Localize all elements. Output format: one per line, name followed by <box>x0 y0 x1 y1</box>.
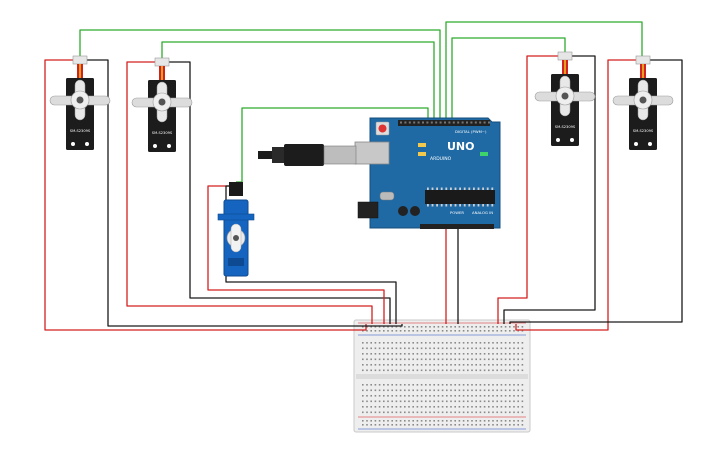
wire-servo2-signal <box>161 41 435 120</box>
wire-servo5-signal <box>445 21 643 120</box>
servo-2[interactable]: SM-S2309S <box>131 57 193 152</box>
breadboard[interactable] <box>353 319 531 433</box>
wire-servo2-power <box>126 61 373 324</box>
wire-servo4-ground <box>503 55 596 324</box>
led-l <box>418 143 426 147</box>
servo-model-label: SM-S2309S <box>70 129 91 133</box>
led-tx <box>418 152 426 156</box>
capacitor-2 <box>410 206 420 216</box>
usb-port <box>354 141 390 165</box>
wire-servo3-power <box>207 185 385 324</box>
servo-blue-middle[interactable] <box>217 182 255 277</box>
power-jack <box>357 201 379 219</box>
wire-servo2-ground <box>166 61 391 324</box>
crystal <box>379 191 395 201</box>
arduino-uno-board[interactable]: UNO ARDUINO DIGITAL (PWM~) POWER ANALOG … <box>354 117 501 229</box>
chip-legs <box>427 187 494 207</box>
wire-servo1-signal <box>79 29 441 120</box>
wire-servo1-ground <box>84 59 403 327</box>
wires <box>44 21 683 331</box>
power-header-label: POWER <box>450 210 464 215</box>
reset-button-cap <box>378 124 387 133</box>
breadboard-holes <box>362 326 524 426</box>
servo-model-label: SM-S2309S <box>633 129 654 133</box>
servo-model-label: SM-S2309S <box>152 131 173 135</box>
servo-5[interactable]: SM-S2309S <box>612 55 674 150</box>
wire-servo4-signal <box>451 37 566 120</box>
capacitor-1 <box>398 206 408 216</box>
analog-header-label: ANALOG IN <box>472 210 493 215</box>
servo-4[interactable]: SM-S2309S <box>534 51 596 146</box>
wire-servo5-ground <box>509 59 683 324</box>
board-model-label: UNO <box>447 140 475 153</box>
servo-model-label: SM-S2309S <box>555 125 576 129</box>
wire-servo1-power <box>44 59 367 331</box>
led-on <box>480 152 488 156</box>
servo-group: SM-S2309S SM-S2309S SM-S2309S SM-S2309S <box>49 51 674 152</box>
usb-cable <box>258 144 357 166</box>
board-brand-label: ARDUINO <box>430 156 452 162</box>
servo-1[interactable]: SM-S2309S <box>49 55 111 150</box>
digital-header-label: DIGITAL (PWM~) <box>455 129 487 134</box>
wire-servo5-power <box>515 59 638 331</box>
atmega-chip <box>425 190 495 204</box>
digital-pin-header <box>400 121 490 124</box>
wire-servo4-power <box>497 55 560 324</box>
